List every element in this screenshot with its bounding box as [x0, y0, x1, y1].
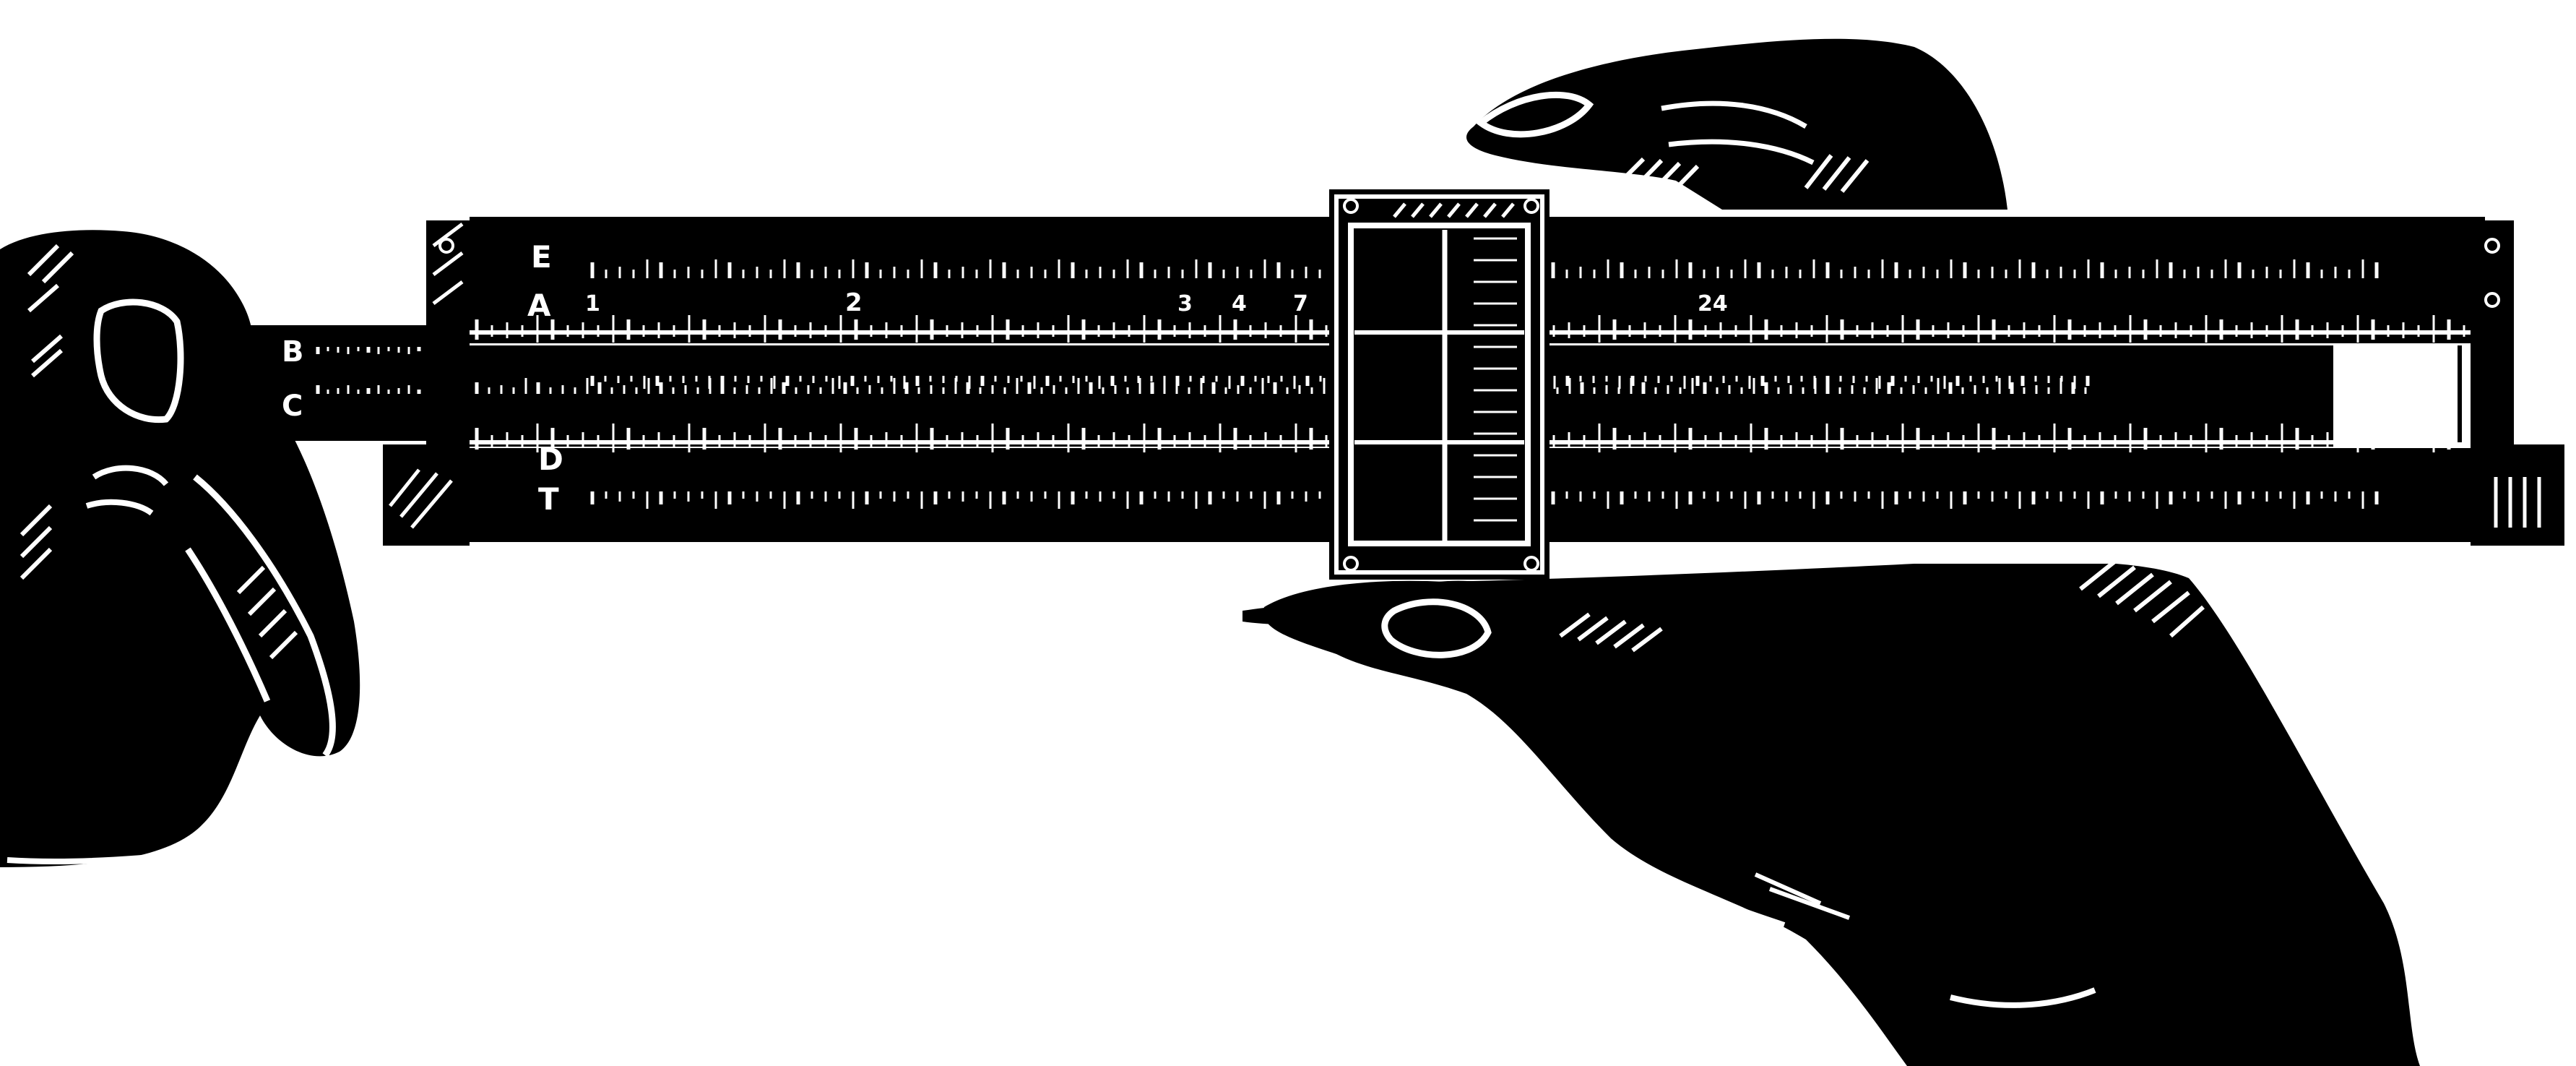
a-scale-numeral-1: 1 — [585, 291, 600, 317]
right-hand-upper-hatching — [1616, 154, 1870, 194]
slide-rule: E A B C D T 1 2 3 4 7 24 — [188, 189, 2572, 625]
a-scale-numeral-24: 24 — [1698, 291, 1728, 317]
left-end-hatching — [389, 223, 464, 529]
right-hand-thumbnail — [1381, 598, 1492, 658]
scale-label-b: B — [282, 335, 304, 369]
left-hand-knuckle — [85, 465, 169, 516]
a-scale-numeral-2: 2 — [845, 288, 863, 317]
cursor-frame-outer — [1329, 189, 1550, 580]
right-hand-outline — [1587, 828, 2096, 1008]
right-end-screw-top — [2484, 238, 2500, 254]
left-hand-finger-outline — [185, 474, 336, 757]
scale-label-t: T — [538, 481, 559, 517]
scale-label-a: A — [527, 288, 551, 323]
cursor-glass — [1348, 223, 1531, 546]
scale-label-e: E — [531, 239, 552, 275]
rule-under-shadow — [1242, 603, 1358, 625]
right-hand-upper-fingers — [1466, 38, 2008, 217]
left-end-screw — [438, 238, 454, 254]
left-end-plate — [383, 444, 462, 546]
scale-tick-marks — [316, 259, 2465, 509]
right-hand — [1263, 38, 2420, 1066]
left-hand-thumbnail — [93, 298, 184, 424]
cursor-screw-tr — [1523, 198, 1539, 214]
right-end-hatching — [2494, 477, 2541, 528]
cursor — [1329, 189, 1550, 580]
left-hand-hatching — [20, 244, 298, 660]
scale-label-c: C — [282, 390, 303, 423]
right-hand-palm — [1263, 561, 2420, 1066]
cursor-frame-border — [1334, 194, 1544, 575]
cursor-glass-ticks — [1354, 237, 1524, 522]
a-scale-numeral-7: 7 — [1293, 291, 1308, 317]
a-scale-numeral-3: 3 — [1177, 291, 1193, 317]
right-hand-palm-hatching — [1559, 558, 2205, 920]
right-hand-upper-crease — [1661, 100, 1815, 166]
cursor-screw-tl — [1343, 198, 1359, 214]
left-hand-bottom-edge — [7, 850, 196, 864]
scale-label-d: D — [538, 442, 563, 477]
right-hand-upper-nail — [1475, 91, 1594, 138]
slide-extension-left — [188, 325, 426, 441]
right-end-screw-mid — [2484, 292, 2500, 308]
cursor-screw-br — [1523, 556, 1539, 572]
left-hand — [0, 230, 360, 867]
a-scale-numeral-4: 4 — [1232, 291, 1247, 317]
cursor-top-hatching — [1393, 202, 1515, 218]
cursor-screw-bl — [1343, 556, 1359, 572]
